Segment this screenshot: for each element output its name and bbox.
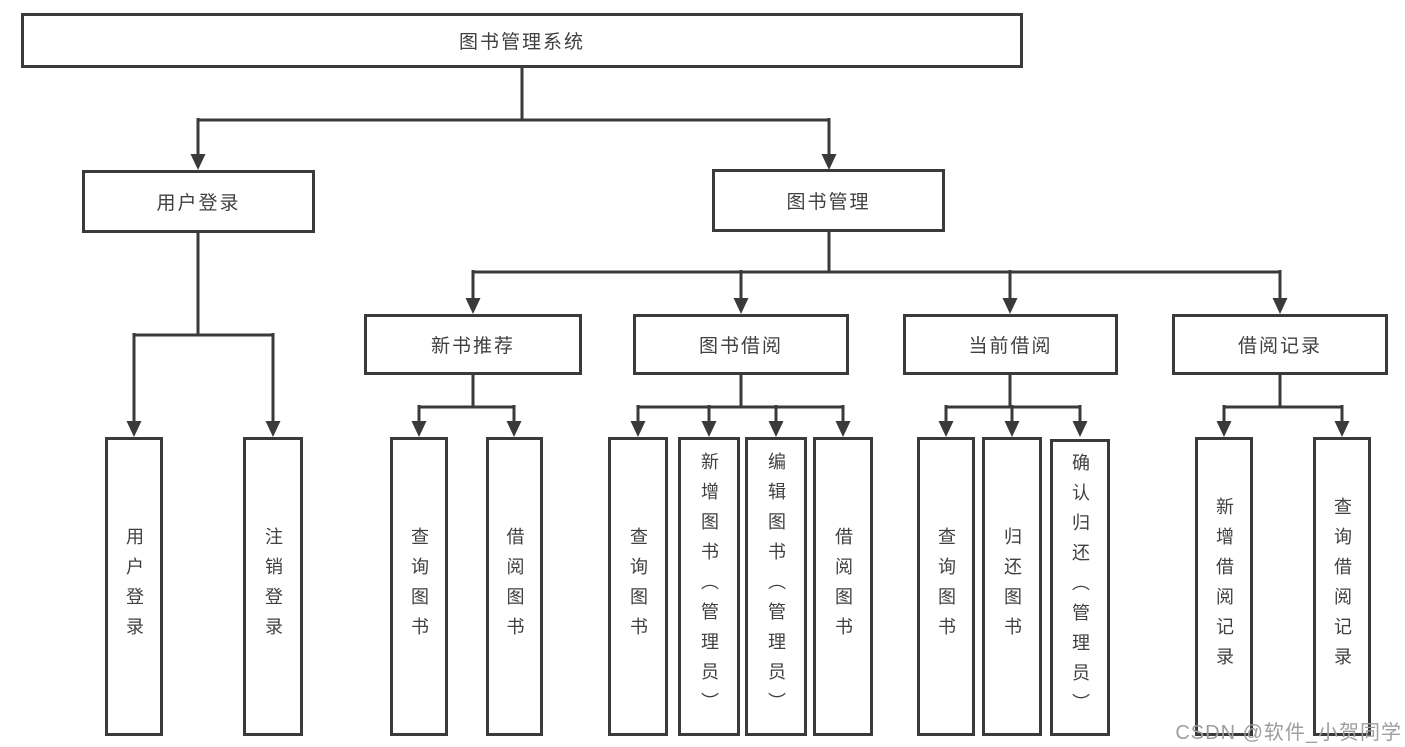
node-book-management: 图书管理: [712, 169, 945, 232]
node-leaf-return-book: 归还图书: [982, 437, 1042, 736]
node-label: 归还图书: [1002, 526, 1022, 647]
node-current-borrow: 当前借阅: [903, 314, 1118, 375]
arrowheads: [126, 154, 1350, 437]
node-label: 确认归还（管理员）: [1070, 452, 1090, 723]
node-label: 图书管理系统: [458, 32, 585, 53]
node-library-management-system: 图书管理系统: [21, 13, 1023, 68]
node-leaf-borrow-books: 借阅图书: [813, 437, 873, 736]
node-leaf-user-login: 用户登录: [105, 437, 163, 736]
csdn-watermark: CSDN @软件_小贺同学: [1175, 722, 1402, 744]
node-leaf-confirm-return-admin: 确认归还（管理员）: [1050, 439, 1110, 736]
node-label: 查询图书: [936, 526, 956, 647]
node-label: 编辑图书（管理员）: [766, 451, 786, 722]
node-borrow-records: 借阅记录: [1172, 314, 1388, 375]
node-label: 借阅图书: [833, 526, 853, 647]
node-user-login: 用户登录: [82, 170, 315, 233]
node-label: 图书借阅: [698, 336, 783, 357]
node-label: 注销登录: [263, 526, 283, 647]
node-leaf-logout: 注销登录: [243, 437, 303, 736]
node-new-book-recommend: 新书推荐: [364, 314, 582, 375]
node-leaf-borrow-books-recommend: 借阅图书: [486, 437, 543, 736]
node-leaf-edit-book-admin: 编辑图书（管理员）: [745, 437, 807, 736]
node-label: 图书管理: [786, 192, 871, 213]
node-leaf-query-books-current: 查询图书: [917, 437, 975, 736]
node-leaf-add-book-admin: 新增图书（管理员）: [678, 437, 740, 736]
node-label: 新增借阅记录: [1214, 496, 1234, 677]
node-label: 当前借阅: [968, 336, 1053, 357]
node-leaf-add-borrow-record: 新增借阅记录: [1195, 437, 1253, 736]
node-label: 新增图书（管理员）: [699, 451, 719, 722]
node-book-borrow: 图书借阅: [633, 314, 849, 375]
node-label: 新书推荐: [430, 336, 515, 357]
node-label: 查询图书: [628, 526, 648, 647]
node-label: 借阅记录: [1237, 336, 1322, 357]
node-label: 查询图书: [409, 526, 429, 647]
node-label: 借阅图书: [504, 526, 525, 647]
node-label: 用户登录: [124, 526, 144, 647]
node-leaf-query-books-recommend: 查询图书: [390, 437, 448, 736]
node-leaf-query-borrow-record: 查询借阅记录: [1313, 437, 1371, 736]
node-label: 用户登录: [156, 193, 241, 214]
node-label: 查询借阅记录: [1332, 496, 1352, 677]
node-leaf-query-books-borrow: 查询图书: [608, 437, 668, 736]
